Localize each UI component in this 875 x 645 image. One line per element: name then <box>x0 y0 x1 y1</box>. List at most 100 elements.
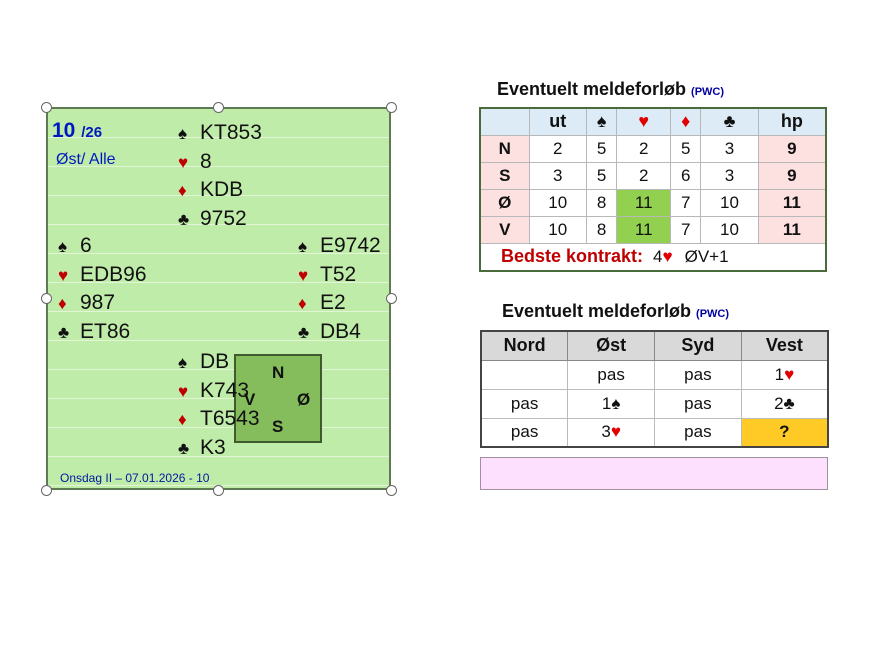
tricks-header-cell: ♥ <box>616 107 672 136</box>
diamonds-icon: ♦ <box>298 294 307 314</box>
tricks-cell: 8 <box>585 215 618 244</box>
resize-handle[interactable] <box>40 101 52 113</box>
bid-level: 3 <box>601 422 611 442</box>
heart-icon: ♥ <box>610 422 621 442</box>
board-footer: Onsdag II – 07.01.2026 - 10 <box>60 471 210 485</box>
north-diamonds-cards: KDB <box>200 178 244 202</box>
bid-cell: pas <box>654 359 742 390</box>
south-clubs-cards: K3 <box>200 436 226 460</box>
compass-south: S <box>272 417 284 436</box>
south-clubs-line: ♣ K3 <box>178 436 226 461</box>
south-hearts-line: ♥K743 <box>178 379 249 404</box>
clubs-icon: ♣ <box>178 210 190 230</box>
south-hearts-cards: K743 <box>200 378 250 402</box>
south-spades-cards: DB <box>200 350 230 373</box>
tricks-cell: 3 <box>700 161 759 190</box>
tricks-cell: 10 <box>528 215 587 244</box>
west-spades-cards: 6 <box>80 234 92 257</box>
tricks-cell: 8 <box>585 188 618 217</box>
north-hearts-line: ♥8 <box>178 150 212 175</box>
bid-level: 1 <box>774 364 785 384</box>
west-diamonds-line: ♦ 987 <box>58 291 115 316</box>
tricks-header-cell: ♦ <box>670 107 702 136</box>
tricks-cell: 10 <box>528 188 587 217</box>
tricks-cell: 3 <box>700 134 759 163</box>
tricks-title-text: Eventuelt meldeforløb <box>497 79 687 99</box>
deal-diagram[interactable]: 10 /26 Øst/ Alle Onsdag II – 07.01.2026 … <box>46 107 391 490</box>
south-diamonds-cards: T6543 <box>200 407 260 431</box>
comment-box[interactable] <box>480 457 828 490</box>
east-spades-line: ♠E9742 <box>298 234 381 259</box>
hcp-cell: 9 <box>757 161 827 190</box>
tricks-cell: 11 <box>616 188 672 217</box>
bid-text: pas <box>510 422 539 442</box>
resize-handle[interactable] <box>213 101 224 113</box>
seat-label: V <box>479 215 530 244</box>
bid-cell <box>480 359 569 390</box>
tricks-header-cell: ut <box>528 107 587 136</box>
east-clubs-cards: DB4 <box>320 320 361 344</box>
resize-handle[interactable] <box>40 484 52 496</box>
tricks-cell: 10 <box>700 215 759 244</box>
south-spades-line: ♠DB <box>178 350 229 375</box>
bidding-header-syd: Syd <box>654 330 742 361</box>
tricks-cell: 5 <box>585 161 618 190</box>
tricks-cell: 5 <box>585 134 618 163</box>
bidding-header-vest: Vest <box>740 330 829 361</box>
west-diamonds-cards: 987 <box>80 291 116 315</box>
tricks-header-cell: hp <box>757 107 827 136</box>
tricks-cell: 2 <box>616 161 672 190</box>
diamonds-icon: ♦ <box>178 410 187 430</box>
tricks-cell: 6 <box>670 161 702 190</box>
east-spades-cards: E9742 <box>320 234 381 257</box>
east-diamonds-cards: E2 <box>320 291 346 315</box>
pending-bid: ? <box>779 422 790 442</box>
bid-cell: ? <box>740 417 829 448</box>
heart-icon: ♥ <box>662 247 673 267</box>
bid-cell: pas <box>480 388 569 419</box>
clubs-icon: ♣ <box>178 439 190 459</box>
east-hearts-line: ♥T52 <box>298 263 356 288</box>
north-spades-line: ♠KT853 <box>178 121 262 146</box>
board-number: 10 /26 <box>52 119 102 143</box>
bidding-header-nord: Nord <box>480 330 569 361</box>
resize-handle[interactable] <box>40 293 52 304</box>
hearts-icon: ♥ <box>298 265 309 285</box>
hearts-icon: ♥ <box>58 265 69 285</box>
hcp-cell: 9 <box>757 134 827 163</box>
resize-handle[interactable] <box>385 293 397 304</box>
resize-handle[interactable] <box>385 484 397 496</box>
bid-level: 2 <box>774 393 784 413</box>
best-contract-level: 4 <box>653 247 663 267</box>
diamonds-icon: ♦ <box>58 294 67 314</box>
bid-text: pas <box>684 393 712 413</box>
west-hearts-cards: EDB96 <box>80 262 147 286</box>
bid-cell: pas <box>480 417 569 448</box>
north-hearts-cards: 8 <box>200 149 212 173</box>
east-diamonds-line: ♦ E2 <box>298 291 346 316</box>
board-total: /26 <box>81 124 103 141</box>
bidding-header-øst: Øst <box>567 330 655 361</box>
spades-icon: ♠ <box>58 237 68 256</box>
bid-level: 1 <box>601 393 612 413</box>
hcp-cell: 11 <box>757 188 827 217</box>
bid-text: pas <box>510 393 539 413</box>
resize-handle[interactable] <box>385 101 397 113</box>
bid-cell: 2♣ <box>740 388 829 419</box>
tricks-cell: 11 <box>616 215 672 244</box>
spades-icon: ♠ <box>178 124 188 143</box>
bid-cell: 3♥ <box>567 417 655 448</box>
resize-handle[interactable] <box>213 484 224 496</box>
hcp-cell: 11 <box>757 215 827 244</box>
bid-text: pas <box>684 422 712 442</box>
north-diamonds-line: ♦KDB <box>178 178 243 203</box>
north-clubs-cards: 9752 <box>200 207 247 231</box>
bid-cell: pas <box>567 359 655 390</box>
west-spades-line: ♠6 <box>58 234 92 259</box>
bid-text: pas <box>597 364 625 384</box>
